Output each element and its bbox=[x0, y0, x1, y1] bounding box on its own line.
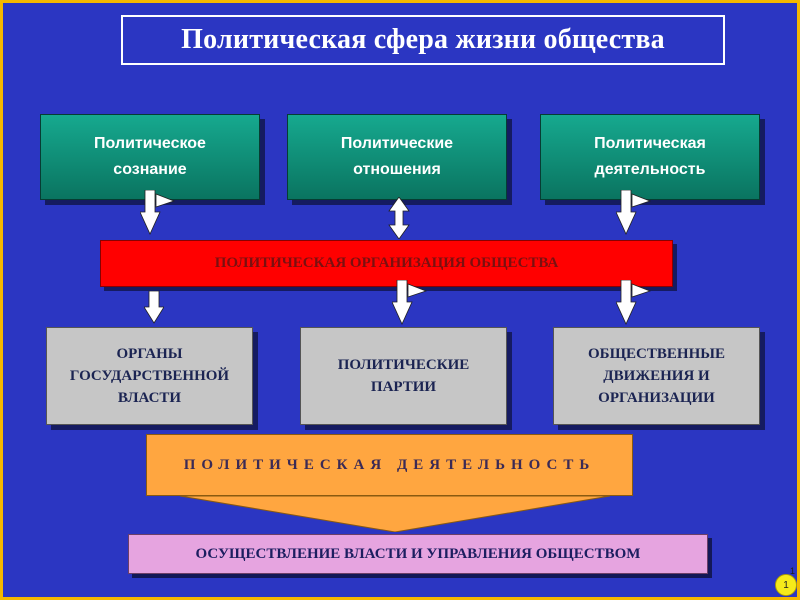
down-arrow-icon bbox=[616, 190, 652, 235]
down-arrow-icon bbox=[616, 280, 652, 325]
activity-bar: ПОЛИТИЧЕСКАЯ ДЕЯТЕЛЬНОСТЬ bbox=[146, 434, 633, 496]
box-public-movements: ОБЩЕСТВЕННЫЕ ДВИЖЕНИЯ И ОРГАНИЗАЦИИ bbox=[553, 327, 760, 425]
organization-bar: ПОЛИТИЧЕСКАЯ ОРГАНИЗАЦИЯ ОБЩЕСТВА bbox=[100, 240, 673, 287]
down-arrow-icon bbox=[140, 190, 176, 235]
box-state-authorities: ОРГАНЫ ГОСУДАРСТВЕННОЙ ВЛАСТИ bbox=[46, 327, 253, 425]
down-arrow-icon bbox=[392, 280, 428, 325]
page-title: Политическая сфера жизни общества bbox=[181, 24, 665, 55]
box-political-activity: Политическая деятельность bbox=[540, 114, 760, 200]
box-political-consciousness: Политическое сознание bbox=[40, 114, 260, 200]
double-arrow-icon bbox=[388, 197, 410, 239]
funnel-arrow-icon bbox=[180, 496, 610, 532]
down-arrow-icon bbox=[144, 291, 164, 324]
box-political-relations: Политические отношения bbox=[287, 114, 507, 200]
title-box: Политическая сфера жизни общества bbox=[121, 15, 725, 65]
box-political-parties: ПОЛИТИЧЕСКИЕ ПАРТИИ bbox=[300, 327, 507, 425]
page-number-top: 1 bbox=[790, 566, 796, 576]
result-bar: ОСУЩЕСТВЛЕНИЕ ВЛАСТИ И УПРАВЛЕНИЯ ОБЩЕСТ… bbox=[128, 534, 708, 574]
page-number: 1 bbox=[775, 574, 797, 596]
